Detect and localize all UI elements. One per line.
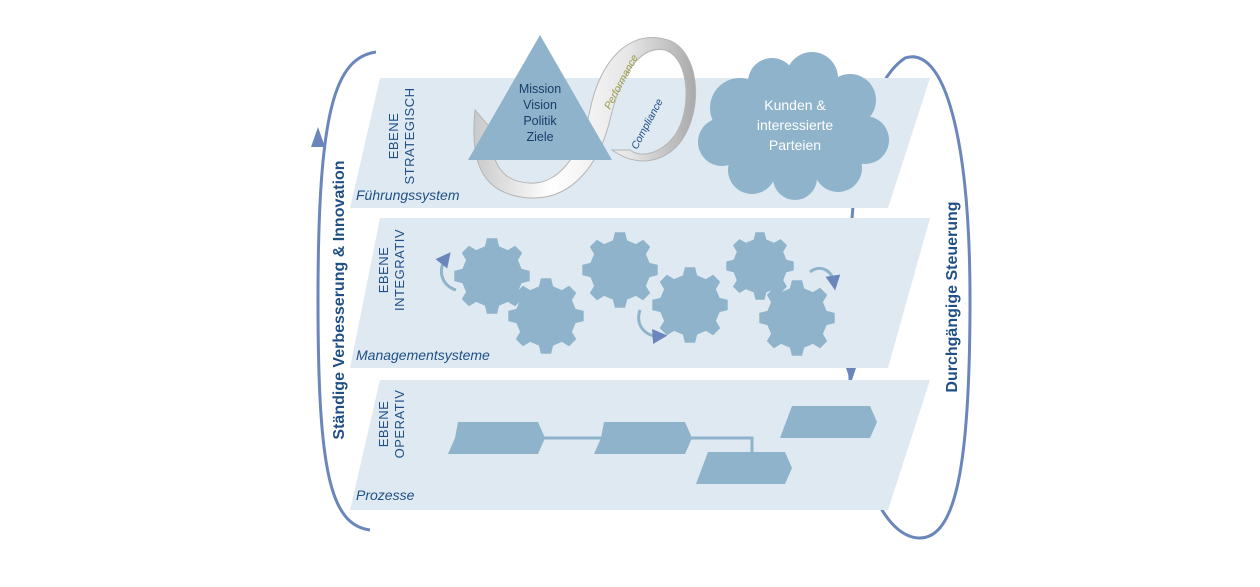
gear-icon	[508, 278, 584, 354]
triangle-text: Mission Vision Politik Ziele	[519, 82, 561, 144]
stakeholder-cloud	[698, 52, 889, 200]
process-step-3	[696, 452, 792, 484]
mission-triangle	[468, 35, 612, 160]
level-label-operative: EBENE OPERATIV	[376, 390, 407, 459]
cloud-line-3: Parteien	[769, 137, 821, 153]
left-label: Ständige Verbesserung & Innovation	[331, 160, 348, 439]
cloud-line-1: Kunden &	[764, 97, 826, 113]
level-label-integrative: EBENE INTEGRATIV	[376, 229, 407, 311]
gear-rotation-arrows	[435, 252, 841, 344]
level-strategic-line-2: STRATEGISCH	[402, 88, 417, 185]
gear-icon	[582, 232, 658, 308]
gear-icon	[726, 232, 794, 300]
level-integrative-line-2: INTEGRATIV	[392, 229, 407, 311]
system-label-operative: Prozesse	[356, 487, 415, 503]
left-loop	[316, 50, 377, 532]
process-step-1	[448, 422, 545, 454]
level-integrative-line-1: EBENE	[376, 247, 391, 294]
gear-icon	[652, 267, 728, 343]
cloud-line-2: interessierte	[757, 117, 833, 133]
triangle-line-3: Politik	[523, 114, 557, 128]
level-strategic-line-1: EBENE	[386, 113, 401, 160]
system-label-integrative: Managementsysteme	[356, 347, 490, 363]
process-flow	[448, 406, 877, 484]
triangle-line-1: Mission	[519, 82, 561, 96]
system-label-strategic: Führungssystem	[356, 187, 460, 203]
right-label: Durchgängige Steuerung	[944, 201, 961, 392]
level-label-strategic: EBENE STRATEGISCH	[386, 88, 417, 185]
gear-icon	[454, 238, 530, 314]
triangle-line-2: Vision	[523, 98, 557, 112]
gear-icon	[759, 280, 835, 356]
triangle-line-4: Ziele	[526, 130, 553, 144]
gears-group	[454, 232, 835, 356]
level-operative-line-2: OPERATIV	[392, 390, 407, 459]
process-connector-2	[688, 436, 754, 454]
left-loop-arrowhead	[311, 127, 325, 147]
rotation-arrow-3	[809, 267, 841, 291]
rotation-arrow-1	[435, 252, 457, 292]
level-operative-line-1: EBENE	[376, 401, 391, 448]
rotation-arrow-2	[637, 309, 668, 344]
process-step-4	[780, 406, 877, 438]
process-step-2	[594, 422, 692, 454]
